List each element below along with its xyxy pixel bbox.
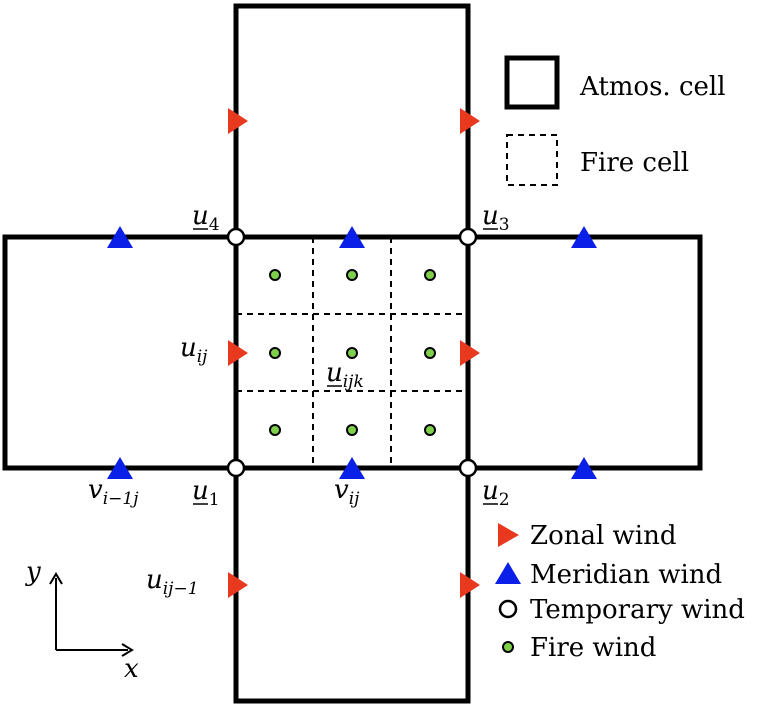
temporary-wind-point-u1 — [226, 458, 246, 478]
zonal-wind-marker — [460, 572, 480, 598]
label-v-i-minus1-j: vi−1j — [88, 475, 139, 509]
legend-atmos-cell-swatch — [504, 55, 560, 110]
atmos-cell-right — [465, 234, 703, 471]
zonal-wind-marker — [228, 572, 248, 598]
fire-wind-point — [424, 347, 436, 359]
meridian-wind-marker — [339, 226, 365, 248]
fire-wind-point — [346, 424, 358, 436]
zonal-wind-markers — [228, 108, 480, 598]
temporary-wind-point-u2 — [458, 458, 478, 478]
temporary-wind-points — [226, 227, 478, 478]
fire-cell-grid — [236, 237, 468, 468]
label-u3: u3 — [482, 201, 510, 235]
fire-wind-point — [424, 269, 436, 281]
fire-wind-point — [269, 347, 281, 359]
axis-x-label: x — [124, 654, 139, 684]
zonal-wind-marker — [460, 340, 480, 366]
legend-atmos-cell-label: Atmos. cell — [579, 72, 726, 102]
fire-wind-point — [346, 347, 358, 359]
meridian-wind-marker — [571, 457, 597, 479]
fire-wind-points — [269, 269, 436, 436]
axis-y-arrowhead — [49, 572, 63, 585]
zonal-wind-marker — [460, 108, 480, 134]
meridian-wind-marker — [107, 457, 133, 479]
legend-temporary-wind-swatch — [498, 599, 518, 619]
legend-fire-cell-label: Fire cell — [580, 148, 689, 178]
meridian-wind-marker — [339, 457, 365, 479]
temporary-wind-point-u4 — [226, 227, 246, 247]
axis-y-label: y — [25, 557, 41, 587]
axes: y x — [25, 557, 139, 684]
label-u2: u2 — [482, 476, 510, 510]
meridian-wind-markers — [107, 226, 597, 479]
meridian-wind-marker — [107, 226, 133, 248]
label-u-ij-minus1: uij−1 — [146, 565, 199, 599]
label-u1: u1 — [192, 476, 220, 510]
temporary-wind-point-u3 — [458, 227, 478, 247]
legend-meridian-wind-swatch — [495, 562, 521, 584]
legend: Atmos. cell Fire cell Zonal wind Meridia… — [495, 55, 745, 663]
legend-zonal-wind-label: Zonal wind — [530, 521, 677, 551]
legend-meridian-wind-label: Meridian wind — [530, 560, 722, 590]
label-v-ij: vij — [334, 475, 360, 509]
legend-fire-wind-swatch — [502, 641, 514, 653]
label-u-ijk: uijk — [326, 358, 364, 392]
fire-wind-point — [269, 269, 281, 281]
zonal-wind-marker — [228, 340, 248, 366]
axis-x-arrowhead — [121, 643, 134, 657]
fire-wind-point — [269, 424, 281, 436]
zonal-wind-marker — [228, 108, 248, 134]
legend-fire-wind-label: Fire wind — [530, 633, 656, 663]
legend-fire-cell-swatch — [506, 134, 558, 186]
fire-wind-point — [424, 424, 436, 436]
label-u-ij: uij — [180, 333, 208, 367]
meridian-wind-marker — [571, 226, 597, 248]
fire-wind-point — [346, 269, 358, 281]
legend-zonal-wind-swatch — [498, 523, 519, 547]
label-u4: u4 — [192, 201, 220, 235]
atmos-cell-top — [233, 3, 471, 240]
legend-temporary-wind-label: Temporary wind — [530, 595, 745, 625]
variable-labels: u4 u3 u1 u2 uij uijk uij−1 vi−1j vij — [88, 201, 510, 599]
